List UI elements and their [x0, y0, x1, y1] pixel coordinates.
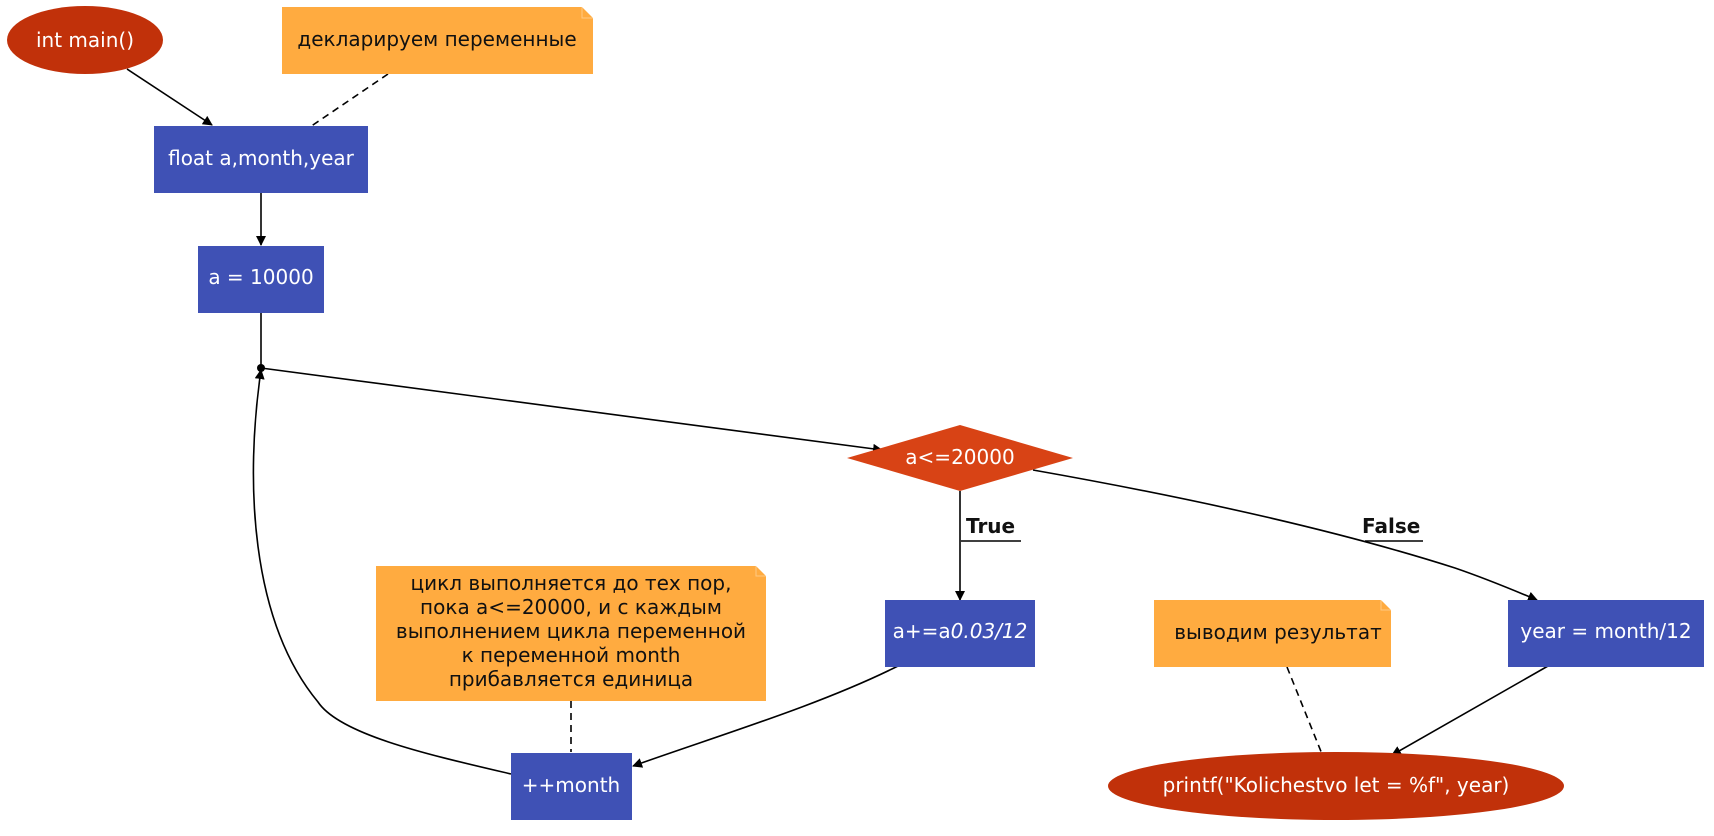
edge-start-to-declare: [126, 68, 213, 126]
start-node[interactable]: int main(): [7, 6, 163, 74]
loop-note-line: цикл выполняется до тех пор,: [411, 571, 732, 595]
increment-a-node[interactable]: a+=a0.03/12: [885, 600, 1035, 667]
loop-note-line: пока a<=20000, и с каждым: [420, 595, 722, 619]
loop-note-line: выполнением цикла переменной: [396, 619, 746, 643]
edge-increment-a-to-month: [632, 665, 899, 768]
declare-note: декларируем переменные: [282, 7, 593, 74]
declare-node[interactable]: float a,month,year: [154, 126, 368, 193]
init-node[interactable]: a = 10000: [198, 246, 324, 313]
edge-label-false: False: [1362, 514, 1423, 542]
loop-note-line: прибавляется единица: [449, 667, 693, 691]
output-note: выводим результат: [1154, 600, 1391, 667]
condition-label: a<=20000: [905, 445, 1014, 469]
print-result-label: printf("Kolichestvo let = %f", year): [1163, 773, 1510, 797]
declare-note-text: декларируем переменные: [297, 27, 576, 51]
compute-year-label: year = month/12: [1520, 619, 1691, 643]
edge-month-back-to-merge: [252, 369, 512, 775]
condition-node[interactable]: a<=20000: [847, 425, 1073, 491]
loop-note-line: к переменной month: [462, 643, 681, 667]
increment-month-node[interactable]: ++month: [511, 753, 632, 820]
edge-label-true: True: [961, 514, 1021, 542]
declare-label: float a,month,year: [168, 146, 355, 170]
loop-note: цикл выполняется до тех пор, пока a<=200…: [376, 566, 766, 701]
edge-condition-false: [1032, 469, 1538, 602]
increment-a-label: a+=a0.03/12: [893, 619, 1028, 643]
compute-year-node[interactable]: year = month/12: [1508, 600, 1704, 667]
edges: [126, 68, 1549, 775]
edge-declare-note-link: [309, 73, 389, 128]
svg-text:True: True: [966, 514, 1015, 538]
edge-year-to-print: [1391, 665, 1549, 756]
print-result-node[interactable]: printf("Kolichestvo let = %f", year): [1108, 752, 1564, 820]
start-label: int main(): [36, 28, 134, 52]
svg-text:False: False: [1362, 514, 1420, 538]
output-note-text: выводим результат: [1174, 620, 1382, 644]
init-label: a = 10000: [208, 265, 313, 289]
edge-merge-to-condition: [260, 367, 883, 454]
edge-output-note-link: [1286, 666, 1323, 755]
increment-month-label: ++month: [522, 773, 620, 797]
